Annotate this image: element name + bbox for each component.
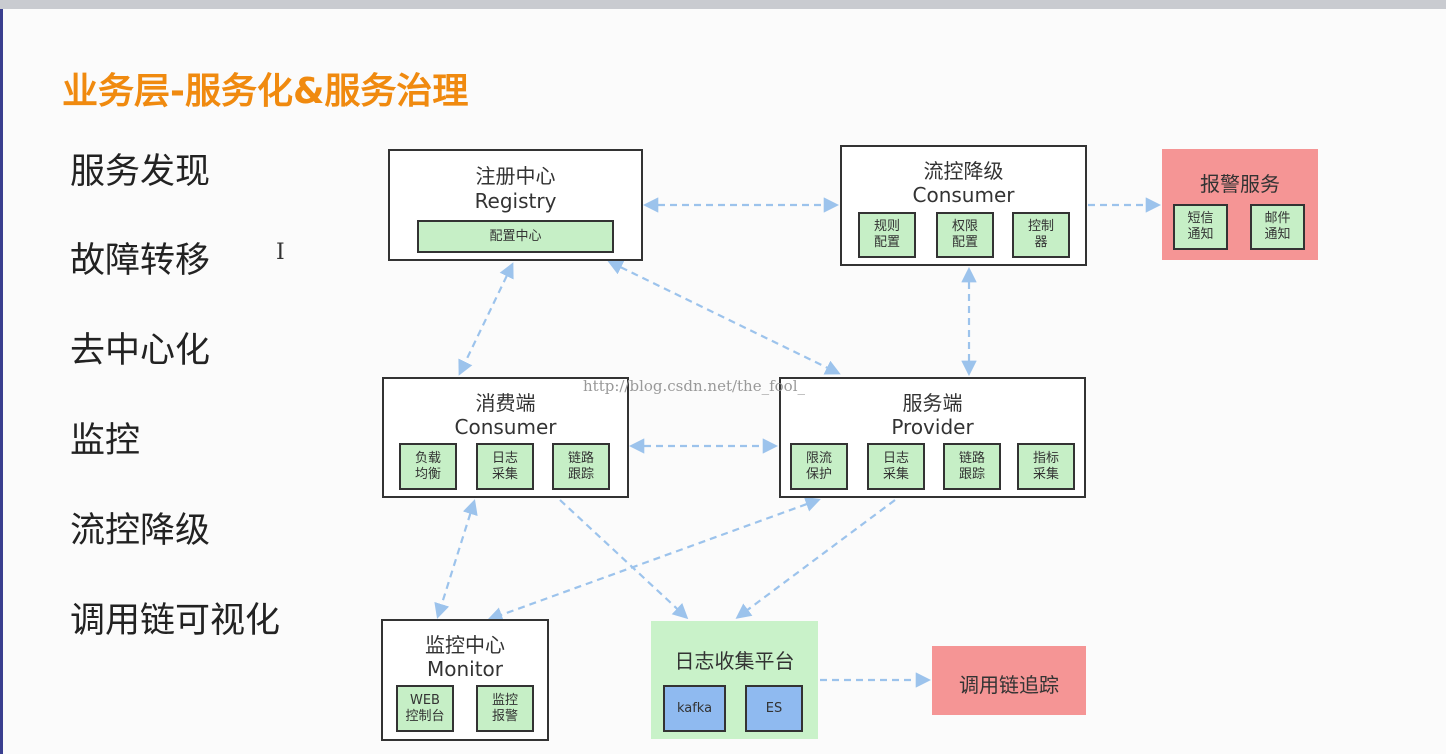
provider-box: 服务端 Provider 限流 保护 日志 采集 链路 跟踪 指标 采集	[779, 377, 1086, 498]
web-console-module: WEB 控制台	[396, 685, 454, 732]
monitor-title: 监控中心	[425, 633, 505, 657]
rate-limit-module: 限流 保护	[790, 443, 848, 490]
arrow-registry-consumer	[458, 262, 514, 376]
bullet-item: 流控降级	[70, 511, 211, 551]
bullet-item: 去中心化	[70, 331, 211, 371]
url-watermark: http://blog.csdn.net/the_fool_	[583, 377, 806, 395]
bullet-item: 故障转移	[70, 241, 211, 281]
log-platform-box: 日志收集平台 kafka ES	[651, 621, 818, 739]
alarm-service-title: 报警服务	[1200, 172, 1280, 196]
consumer-box: 消费端 Consumer 负载 均衡 日志 采集 链路 跟踪	[382, 377, 629, 498]
trace-module: 链路 跟踪	[943, 443, 1001, 490]
arrow-consumer-monitor	[434, 499, 478, 619]
bullet-item: 调用链可视化	[70, 601, 281, 641]
arrow-consumer-logplatform	[559, 499, 689, 620]
bullet-item: 监控	[70, 421, 141, 461]
arrow-provider-monitor	[487, 496, 821, 623]
flow-control-title: 流控降级	[923, 159, 1004, 183]
kafka-module: kafka	[663, 685, 726, 732]
flow-control-subtitle: Consumer	[912, 183, 1015, 207]
provider-subtitle: Provider	[891, 415, 974, 439]
provider-title: 服务端	[902, 391, 963, 415]
arrow-registry-provider	[607, 260, 841, 375]
es-module: ES	[745, 685, 803, 732]
metrics-collect-module: 指标 采集	[1017, 443, 1075, 490]
monitor-subtitle: Monitor	[426, 657, 504, 681]
trace-module: 链路 跟踪	[552, 443, 610, 490]
flow-control-box: 流控降级 Consumer 规则 配置 权限 配置 控制 器	[840, 145, 1087, 266]
registry-box: 注册中心 Registry 配置中心	[388, 149, 643, 261]
call-chain-trace-title: 调用链追踪	[959, 673, 1059, 697]
monitor-alarm-module: 监控 报警	[476, 685, 534, 732]
call-chain-trace-box: 调用链追踪	[932, 646, 1086, 715]
window-top-bar	[0, 0, 1446, 9]
config-center-module: 配置中心	[417, 220, 614, 253]
registry-title: 注册中心	[475, 164, 556, 188]
text-cursor-icon: I	[276, 240, 285, 265]
log-platform-title: 日志收集平台	[674, 649, 795, 673]
controller-module: 控制 器	[1012, 212, 1070, 258]
load-balance-module: 负载 均衡	[399, 443, 457, 490]
consumer-title: 消费端	[475, 391, 536, 415]
monitor-box: 监控中心 Monitor WEB 控制台 监控 报警	[381, 619, 549, 741]
log-collect-module: 日志 采集	[476, 443, 534, 490]
sms-notify-module: 短信 通知	[1173, 204, 1228, 250]
permission-config-module: 权限 配置	[936, 212, 994, 258]
email-notify-module: 邮件 通知	[1250, 204, 1305, 250]
consumer-subtitle: Consumer	[454, 415, 557, 439]
alarm-service-box: 报警服务 短信 通知 邮件 通知	[1162, 149, 1318, 260]
bullet-item: 服务发现	[70, 152, 211, 192]
slide-title: 业务层-服务化&服务治理	[62, 71, 469, 112]
registry-subtitle: Registry	[474, 189, 557, 213]
rule-config-module: 规则 配置	[858, 212, 916, 258]
arrow-provider-logplatform	[735, 499, 896, 619]
window-left-edge	[0, 9, 3, 754]
log-collect-module: 日志 采集	[867, 443, 925, 490]
